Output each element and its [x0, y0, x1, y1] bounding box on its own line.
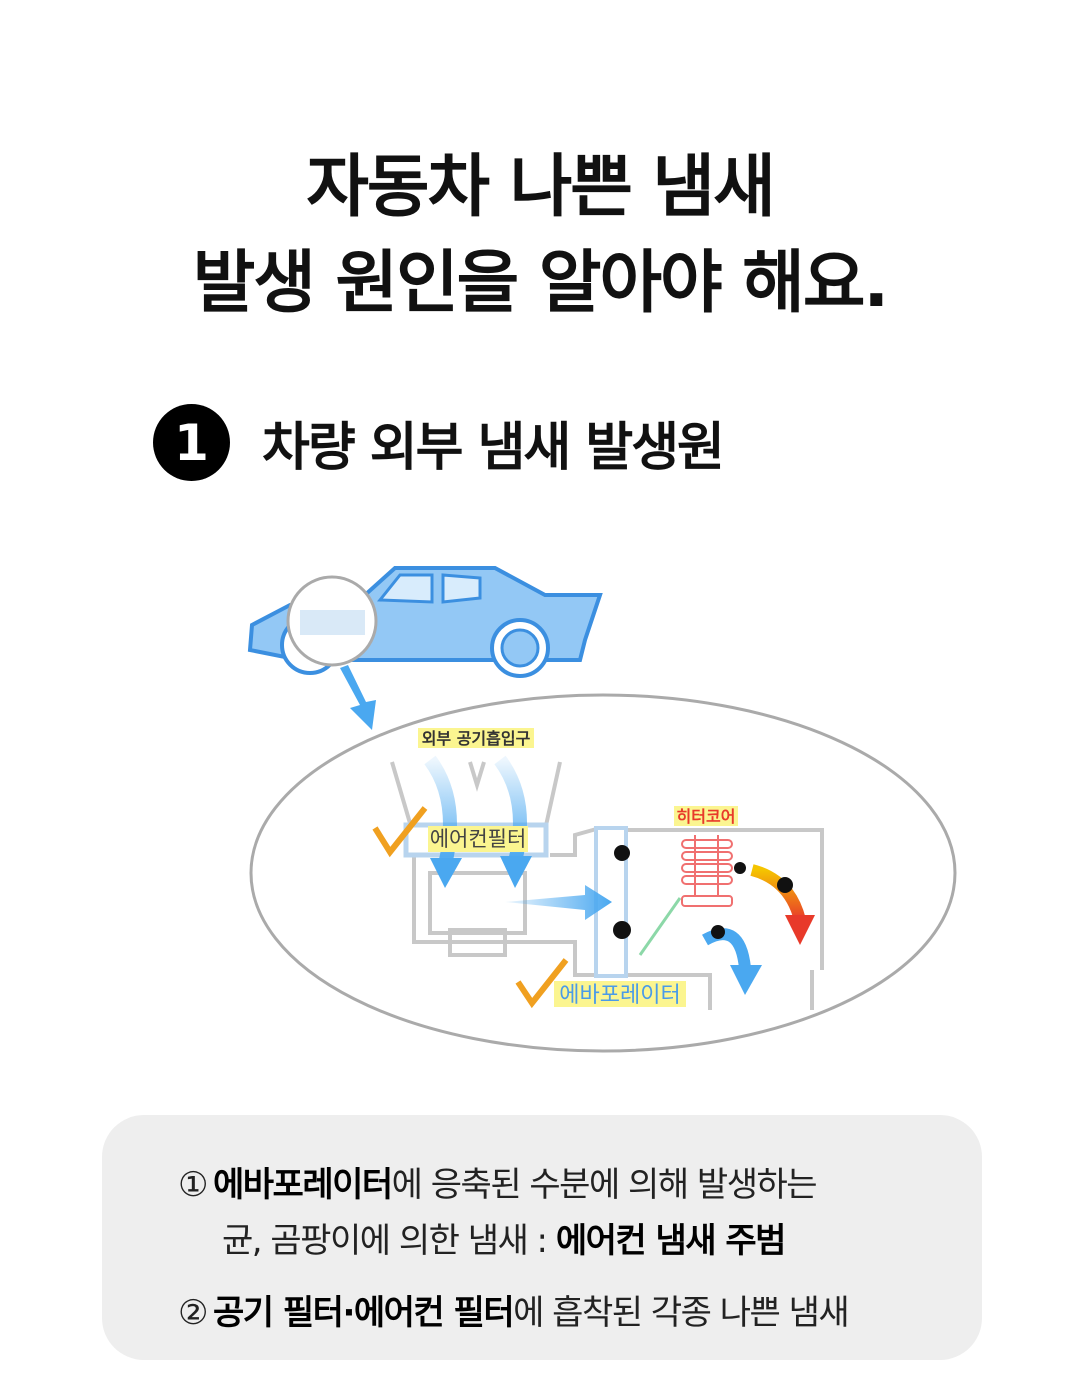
body-text: 에 응축된 수분에 의해 발생하는 [391, 1165, 818, 1205]
bold-text: 에바포레이터 [212, 1165, 393, 1205]
check-icon [372, 806, 428, 858]
evaporator-label: 에바포레이터 [559, 983, 680, 1008]
cool-air-arrow-icon [702, 928, 762, 995]
filter-label: 에어컨필터 [430, 827, 527, 851]
heater-core-icon [681, 835, 733, 907]
airflow-arrow-icon [505, 885, 612, 920]
section-title: 차량 외부 냄새 발생원 [262, 418, 725, 478]
germ-icons [613, 845, 793, 939]
title-line-1: 자동차 나쁜 냄새 [306, 148, 775, 227]
connector-line [638, 897, 682, 956]
page-title: 자동차 나쁜 냄새 발생 원인을 알아야 해요. [0, 140, 1080, 332]
item-marker: ② [178, 1293, 208, 1333]
bold-text: 공기 필터·에어컨 필터 [212, 1293, 515, 1333]
label-highlight [674, 806, 738, 826]
label-highlight [554, 981, 686, 1007]
section-heading: 1 차량 외부 냄새 발생원 [153, 404, 725, 481]
heater-label: 히터코어 [677, 807, 736, 826]
title-line-2: 발생 원인을 알아야 해요. [192, 244, 889, 323]
body-text: 균, 곰팡이에 의한 냄새 : [222, 1221, 556, 1261]
item-marker: ① [178, 1165, 208, 1205]
label-highlight [418, 728, 534, 748]
info-item-1-cont: 균, 곰팡이에 의한 냄새 : 에어컨 냄새 주범 [222, 1213, 787, 1262]
zoom-lens-thumbnail [300, 610, 365, 635]
body-text: 에 흡착된 각종 나쁜 냄새 [513, 1293, 850, 1333]
label-highlight [428, 826, 528, 852]
intake-label: 외부 공기흡입구 [422, 729, 531, 748]
arrow-down-icon [340, 665, 376, 730]
bold-text: 에어컨 냄새 주범 [555, 1221, 787, 1261]
section-number-badge: 1 [153, 404, 230, 481]
duct-outline [390, 761, 824, 1010]
check-icon [515, 958, 569, 1009]
